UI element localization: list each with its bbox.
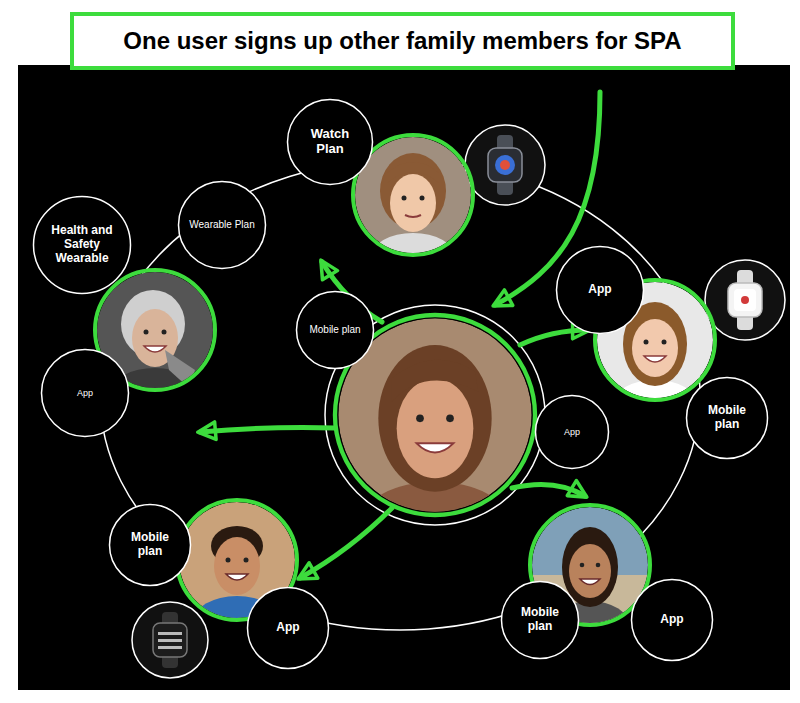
green-arrow bbox=[200, 92, 600, 578]
plan-circle: Wearable Plan bbox=[177, 180, 267, 270]
plan-label: Health and Safety Wearable bbox=[43, 224, 121, 265]
plan-circle: App bbox=[40, 348, 130, 438]
plan-circle: Mobile plan bbox=[685, 376, 769, 460]
plan-circle: App bbox=[246, 586, 330, 670]
plan-label: App bbox=[564, 427, 580, 437]
plan-circle: Watch Plan bbox=[286, 98, 374, 186]
plan-circle: Mobile plan bbox=[500, 580, 580, 660]
plan-label: Watch Plan bbox=[296, 127, 364, 157]
watch-device bbox=[465, 125, 545, 205]
title-box: One user signs up other family members f… bbox=[70, 12, 735, 70]
plan-label: Wearable Plan bbox=[189, 219, 254, 231]
person-photo bbox=[353, 135, 473, 281]
plan-circle: App bbox=[534, 394, 610, 470]
plan-circle: Health and Safety Wearable bbox=[32, 195, 132, 295]
plan-label: Mobile plan bbox=[309, 324, 360, 336]
plan-label: App bbox=[77, 388, 93, 398]
plan-circle: Mobile plan bbox=[108, 503, 192, 587]
plan-label: Mobile plan bbox=[118, 531, 183, 559]
plan-label: App bbox=[588, 283, 611, 297]
watch-device bbox=[705, 260, 785, 340]
title: One user signs up other family members f… bbox=[123, 27, 681, 55]
plan-circle: App bbox=[630, 578, 714, 662]
plan-label: App bbox=[660, 613, 683, 627]
plan-circle: Mobile plan bbox=[295, 290, 375, 370]
plan-label: Mobile plan bbox=[509, 606, 571, 634]
plan-label: Mobile plan bbox=[695, 404, 760, 432]
plan-label: App bbox=[276, 621, 299, 635]
plan-circle: App bbox=[555, 245, 645, 335]
watch-device bbox=[132, 602, 208, 678]
